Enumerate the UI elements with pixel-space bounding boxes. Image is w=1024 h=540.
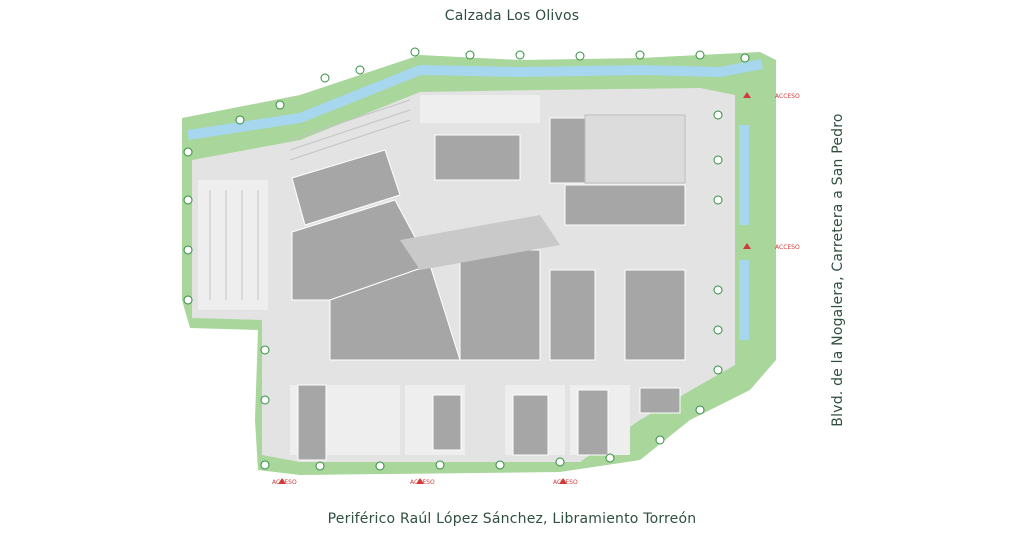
street-label-top: Calzada Los Olivos xyxy=(444,8,580,24)
access-arrow-icon xyxy=(278,92,751,484)
building-outparcel-3 xyxy=(512,394,549,456)
building-supermarket xyxy=(584,114,686,184)
building-outparcel-5 xyxy=(639,387,681,414)
building-anchor-northwest xyxy=(291,149,401,226)
access-label: ACCESO xyxy=(553,479,578,486)
building-outparcel-4 xyxy=(577,389,609,456)
building-center-east xyxy=(549,269,596,361)
mall-buildings xyxy=(291,117,686,461)
access-label: ACCESO xyxy=(775,244,800,251)
building-cinema xyxy=(434,134,521,181)
building-center xyxy=(459,249,541,361)
parking-lot-left xyxy=(198,180,268,310)
building-store-north xyxy=(549,117,586,184)
building-outparcel-2 xyxy=(432,394,462,451)
access-label: ACCESO xyxy=(272,479,297,486)
plaza-walkway xyxy=(400,215,560,270)
parking-lot-top xyxy=(289,95,540,161)
building-outparcel-1 xyxy=(297,384,327,461)
building-department xyxy=(564,184,686,226)
access-label: ACCESO xyxy=(775,93,800,100)
tree-icon xyxy=(183,47,750,471)
street-label-bottom: Periférico Raúl López Sánchez, Libramien… xyxy=(327,511,697,527)
access-label: ACCESO xyxy=(410,479,435,486)
canal-top xyxy=(187,59,763,140)
building-east-block xyxy=(624,269,686,361)
